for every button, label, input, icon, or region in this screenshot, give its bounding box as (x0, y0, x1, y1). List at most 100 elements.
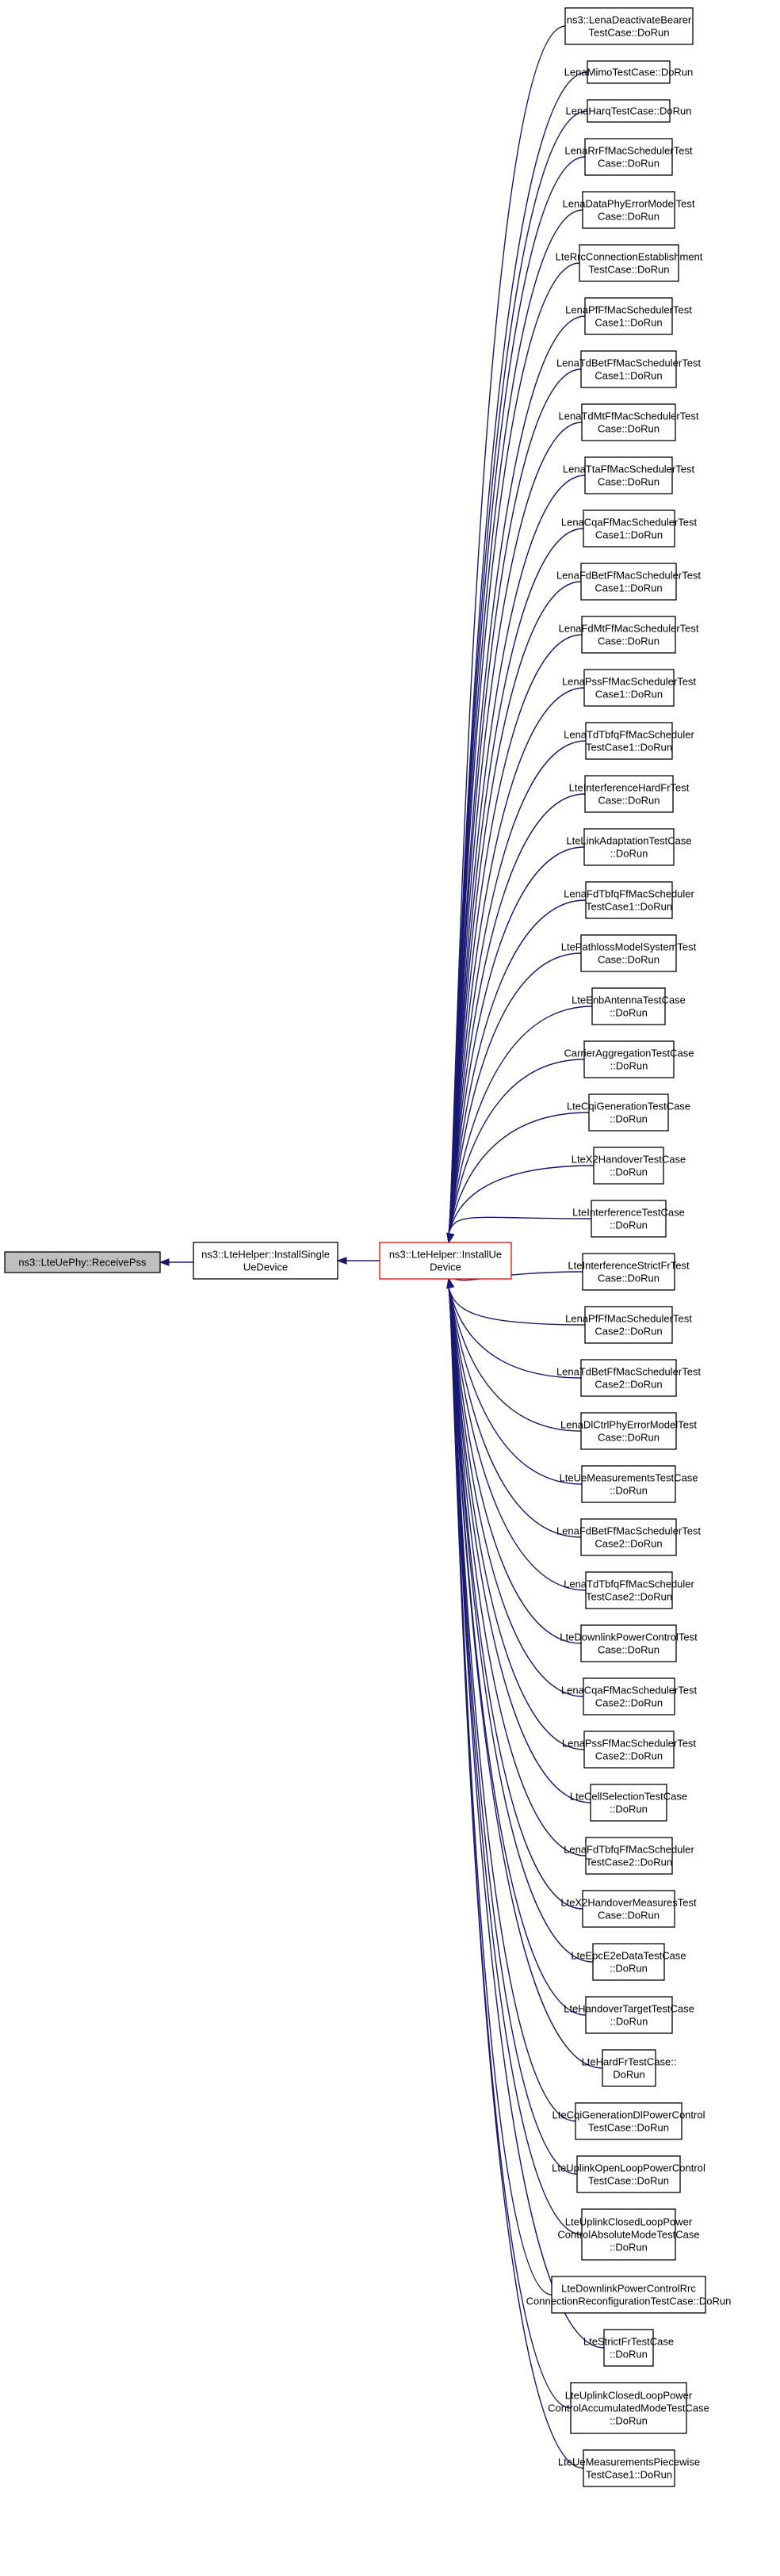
caller-node-label-line: LenaFdTbfqFfMacScheduler (564, 888, 694, 900)
caller-node-box (580, 350, 677, 388)
caller-node-label-line: LteLinkAdaptationTestCase (566, 835, 691, 847)
caller-node[interactable]: LteInterferenceTestCase::DoRun (572, 1200, 685, 1238)
caller-node-label-line: ControlAccumulatedModeTestCase (548, 2402, 709, 2414)
caller-node-box (590, 1784, 667, 1822)
caller-node[interactable]: LteLinkAdaptationTestCase::DoRun (566, 828, 692, 866)
caller-node-box (585, 1571, 673, 1609)
edge-caller-21 (448, 1112, 590, 1235)
caller-node-box (581, 403, 676, 441)
caller-node-label-line: TestCase1::DoRun (586, 901, 672, 913)
caller-node-label-line: LenaCqaFfMacSchedulerTest (561, 517, 698, 529)
edge-caller-0 (448, 25, 566, 1235)
node-receive-pss[interactable]: ns3::LteUePhy::ReceivePss (4, 1251, 161, 1273)
caller-node[interactable]: LteUplinkClosedLoopPowerControlAbsoluteM… (557, 2208, 700, 2261)
caller-node-label-line: LteInterferenceTestCase (572, 1207, 685, 1219)
caller-node-label-line: LenaDlCtrlPhyErrorModelTest (560, 1419, 697, 1431)
edge-caller-26 (448, 1287, 582, 1379)
caller-node[interactable]: CarrierAggregationTestCase::DoRun (564, 1040, 694, 1078)
edge-caller-19 (448, 1006, 593, 1235)
caller-node[interactable]: LteHardFrTestCase::DoRun (582, 2049, 677, 2087)
caller-node-label-line: ::DoRun (610, 1166, 648, 1178)
caller-node[interactable]: LteEpcE2eDataTestCase::DoRun (571, 1943, 686, 1981)
caller-node[interactable]: LteUplinkOpenLoopPowerControlTestCase::D… (552, 2155, 705, 2193)
caller-node-label-line: LenaPssFfMacSchedulerTest (562, 676, 696, 688)
caller-node-box (580, 563, 677, 601)
caller-node-box (584, 456, 673, 494)
caller-node[interactable]: LteStrictFrTestCase::DoRun (583, 2329, 674, 2367)
caller-node[interactable]: LteHandoverTargetTestCase::DoRun (564, 1996, 694, 2034)
caller-node-box (593, 1147, 664, 1185)
caller-node-box (582, 1890, 675, 1928)
caller-node-label-line: ::DoRun (610, 2016, 648, 2028)
caller-node-label-line: LteHandoverTargetTestCase (564, 2003, 694, 2015)
caller-node-box (583, 1731, 675, 1769)
caller-node[interactable]: LteUeMeasurementsPiecewiseTestCase1::DoR… (558, 2449, 700, 2487)
caller-node-label-line: Case1::DoRun (595, 689, 663, 700)
caller-node[interactable]: LenaMimoTestCase::DoRun (564, 60, 694, 84)
caller-node-box (585, 722, 673, 760)
caller-node[interactable]: LteEnbAntennaTestCase::DoRun (572, 987, 686, 1025)
caller-node[interactable]: LteUplinkClosedLoopPowerControlAccumulat… (548, 2382, 709, 2434)
caller-node[interactable]: LteCellSelectionTestCase::DoRun (570, 1784, 687, 1822)
edge-arrowhead (446, 1277, 455, 1289)
edge-caller-22 (448, 1165, 595, 1235)
caller-node-box (584, 1306, 673, 1344)
caller-node-label-line: ::DoRun (610, 2415, 648, 2427)
caller-node[interactable]: LenaHarqTestCase::DoRun (566, 99, 692, 123)
caller-node[interactable]: LteUeMeasurementsTestCase::DoRun (560, 1465, 698, 1503)
caller-node-box (581, 2208, 676, 2261)
caller-node-label-line: LenaPssFfMacSchedulerTest (562, 1738, 696, 1750)
caller-node[interactable]: LteX2HandoverTestCase::DoRun (572, 1147, 686, 1185)
caller-node-label-line: Case1::DoRun (595, 317, 662, 329)
caller-node[interactable]: LteCqiGenerationDlPowerControlTestCase::… (552, 2102, 705, 2140)
caller-node-box (584, 775, 674, 813)
caller-node-box (592, 1943, 665, 1981)
caller-node-label-line: ns3::LenaDeactivateBearer (567, 14, 692, 26)
caller-node-label-line: Case::DoRun (598, 158, 660, 170)
caller-node-label-line: LenaFdMtFfMacSchedulerTest (558, 623, 698, 635)
caller-node-label-line: LenaMimoTestCase::DoRun (564, 67, 694, 78)
edge-caller-31 (448, 1287, 582, 1644)
caller-node-label-line: Case::DoRun (598, 1432, 660, 1444)
caller-node-label-line: LenaTdMtFfMacSchedulerTest (558, 410, 698, 422)
caller-node-label-line: Case::DoRun (598, 635, 660, 647)
caller-node-box (591, 987, 666, 1025)
node-install-ue-device-label-line: Device (430, 1261, 461, 1273)
caller-node[interactable]: LteCqiGenerationTestCase::DoRun (567, 1093, 690, 1132)
edge-caller-46 (448, 1287, 584, 2469)
caller-node-label-line: ControlAbsoluteModeTestCase (557, 2229, 699, 2241)
caller-node-label-line: LenaTdBetFfMacSchedulerTest (556, 1366, 701, 1378)
caller-node[interactable]: LteDownlinkPowerControlRrcConnectionReco… (526, 2276, 732, 2314)
edge-arrowhead (336, 1257, 347, 1265)
caller-node-box (580, 1624, 677, 1662)
caller-node[interactable]: LteRrcConnectionEstablishmentTestCase::D… (556, 244, 703, 282)
